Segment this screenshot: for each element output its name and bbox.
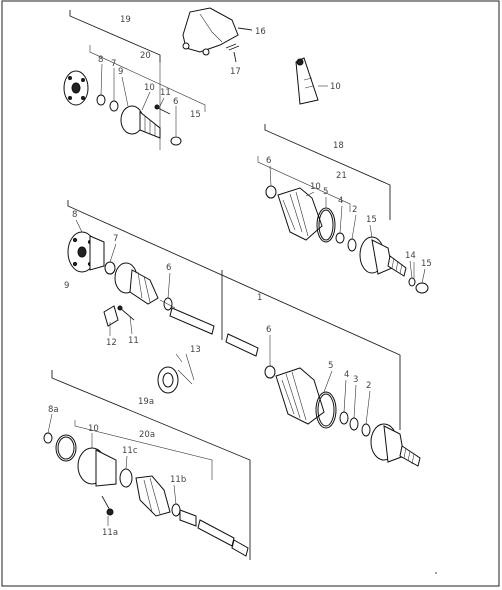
callout-2: 2 bbox=[352, 205, 357, 215]
callout-10: 10 bbox=[144, 83, 155, 93]
callout-11: 11 bbox=[160, 88, 171, 98]
callout-6-mid: 6 bbox=[166, 263, 171, 273]
callout-5: 5 bbox=[323, 187, 328, 197]
callout-11-mid: 11 bbox=[128, 336, 139, 346]
callout-8a: 8a bbox=[48, 405, 59, 415]
callout-3: 3 bbox=[353, 375, 358, 385]
callout-4-lower: 4 bbox=[344, 370, 349, 380]
callout-13: 13 bbox=[190, 345, 201, 355]
callout-labels: 19 16 17 20 8 7 9 10 11 6 15 10 18 6 10 … bbox=[48, 15, 432, 538]
callout-8: 8 bbox=[98, 55, 103, 65]
callout-20: 20 bbox=[140, 51, 151, 61]
callout-6-upper: 6 bbox=[266, 156, 271, 166]
callout-12: 12 bbox=[106, 338, 117, 348]
callout-11c: 11c bbox=[122, 446, 138, 456]
callout-11a: 11a bbox=[102, 528, 118, 538]
callout-2-lower: 2 bbox=[366, 381, 371, 391]
callout-1: 1 bbox=[257, 293, 262, 303]
nut-part bbox=[170, 136, 182, 146]
callout-7: 7 bbox=[111, 59, 116, 69]
callout-10-tube: 10 bbox=[330, 82, 341, 92]
callout-9-mid: 9 bbox=[64, 281, 69, 291]
heat-shield-16 bbox=[182, 7, 253, 63]
dot-mark bbox=[435, 572, 437, 574]
callout-10-lower: 10 bbox=[88, 424, 99, 434]
callout-18: 18 bbox=[333, 141, 344, 151]
callout-15: 15 bbox=[190, 110, 201, 120]
callout-7-mid: 7 bbox=[113, 234, 118, 244]
leader-lines bbox=[47, 63, 426, 526]
callout-16: 16 bbox=[255, 27, 266, 37]
assembly-19a bbox=[43, 370, 251, 560]
callout-10-upper: 10 bbox=[310, 182, 321, 192]
callout-8-mid: 8 bbox=[72, 210, 77, 220]
callout-9: 9 bbox=[118, 67, 123, 77]
callout-15-upper: 15 bbox=[366, 215, 377, 225]
callout-17: 17 bbox=[230, 67, 241, 77]
assembly-19 bbox=[63, 10, 206, 150]
callout-15-nut: 15 bbox=[421, 259, 432, 269]
callout-19a: 19a bbox=[138, 397, 154, 407]
callout-21: 21 bbox=[336, 171, 347, 181]
grease-tube-10 bbox=[295, 57, 328, 105]
callout-19: 19 bbox=[120, 15, 131, 25]
callout-5-lower: 5 bbox=[328, 361, 333, 371]
washer-part bbox=[109, 100, 119, 112]
ring-part bbox=[96, 94, 106, 106]
callout-14: 14 bbox=[405, 251, 416, 261]
callout-20a: 20a bbox=[139, 430, 155, 440]
assembly-1 bbox=[67, 200, 421, 467]
assembly-18 bbox=[257, 124, 429, 294]
callout-11b: 11b bbox=[170, 475, 186, 485]
callout-6-lower: 6 bbox=[266, 325, 271, 335]
callout-6: 6 bbox=[173, 97, 178, 107]
callout-4: 4 bbox=[338, 196, 343, 206]
